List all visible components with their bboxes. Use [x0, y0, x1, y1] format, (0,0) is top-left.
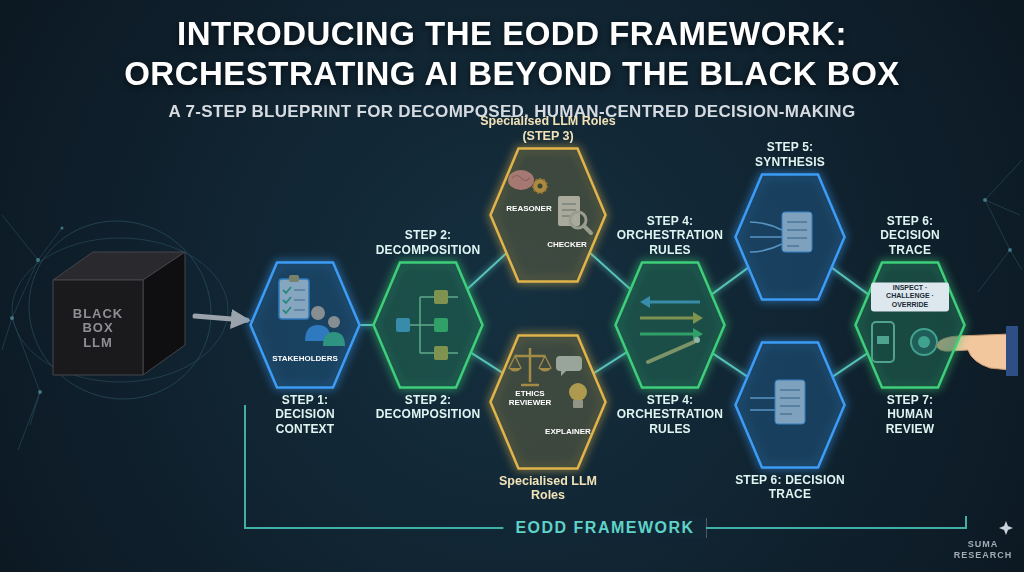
step-hexagon: STEP 2: DECOMPOSITIONSTEP 2: DECOMPOSITI… — [372, 261, 484, 389]
network-dots — [38, 390, 42, 394]
role-label: ETHICS REVIEWER — [504, 389, 556, 407]
network-dots — [10, 316, 14, 320]
hexagon-outline — [736, 175, 845, 300]
step-label: STEP 6: DECISION TRACE — [732, 473, 849, 502]
connector — [713, 354, 746, 376]
hexagon-outline — [854, 261, 966, 389]
step-label: STEP 4: ORCHESTRATION RULES — [614, 214, 726, 257]
connector — [833, 354, 866, 376]
cube-label: BLACK BOX LLM — [70, 307, 126, 350]
title: INTRODUCING THE EODD FRAMEWORK: ORCHESTR… — [72, 14, 952, 93]
framework-bracket — [245, 405, 966, 528]
connector — [832, 268, 867, 294]
step-label: STEP 2: DECOMPOSITION — [372, 393, 484, 422]
role-label: REASONER — [499, 204, 559, 213]
group-heading: Specialised LLM Roles (STEP 3) — [463, 114, 633, 143]
role-hexagon: ETHICS REVIEWEREXPLAINERSpecialised LLM … — [489, 334, 607, 470]
connector — [712, 268, 747, 294]
step-label: STEP 1: DECISION CONTEXT — [257, 393, 353, 436]
step-label: STEP 5: SYNTHESIS — [740, 140, 840, 169]
step-hexagon: STEP 5: SYNTHESIS — [734, 173, 846, 301]
cube-side — [143, 252, 185, 375]
pointing-hand — [1006, 326, 1018, 376]
hexagon-outline — [734, 341, 846, 469]
connector — [361, 324, 372, 326]
step-label: STEP 6: DECISION TRACE — [858, 214, 962, 257]
hexagon-outline — [489, 147, 607, 283]
network-dots — [1008, 248, 1012, 252]
step-hexagon: STEP 6: DECISION TRACEINSPECT · CHALLENG… — [854, 261, 966, 389]
group-heading: Specialised LLM Roles — [498, 474, 598, 503]
connector — [468, 254, 506, 289]
step-label: STEP 4: ORCHESTRATION RULES — [614, 393, 726, 436]
hexagon-outline — [856, 263, 965, 388]
watermark-star — [999, 521, 1013, 535]
hexagon-outline — [491, 149, 606, 282]
step-hexagon: STAKEHOLDERSSTEP 1: DECISION CONTEXT — [249, 261, 361, 389]
network-lines — [0, 188, 244, 432]
cube-front — [53, 280, 143, 375]
group-label: EODD FRAMEWORK — [503, 518, 706, 538]
framework-bracket — [245, 405, 966, 528]
role-hexagon: Specialised LLM Roles (STEP 3)REASONERCH… — [489, 147, 607, 283]
watermark: SUMA RESEARCH — [946, 539, 1020, 561]
connector — [594, 353, 626, 373]
step-hexagon: STEP 4: ORCHESTRATION RULESSTEP 4: ORCHE… — [614, 261, 726, 389]
step-label: STEP 2: DECOMPOSITION — [372, 228, 484, 257]
control-panel-label: INSPECT · CHALLENGE · OVERRIDE — [871, 282, 949, 311]
step-hexagon: STEP 6: DECISION TRACE — [734, 341, 846, 469]
hexagon-outline — [734, 173, 846, 301]
hexagon-outline — [614, 261, 726, 389]
connector — [590, 253, 629, 289]
icon-label: STAKEHOLDERS — [263, 354, 347, 363]
role-label: EXPLAINER — [540, 427, 596, 436]
hexagon-outline — [372, 261, 484, 389]
role-label: CHECKER — [539, 240, 595, 249]
hexagon-outline — [374, 263, 483, 388]
network-dots — [36, 258, 40, 262]
connector — [195, 316, 247, 320]
watermark-star — [999, 521, 1013, 535]
network-dots — [61, 227, 64, 230]
network-lines — [12, 238, 228, 382]
network-lines — [985, 200, 1022, 270]
hexagon-outline — [736, 343, 845, 468]
hexagon-outline — [491, 336, 606, 469]
hexagon-outline — [251, 263, 360, 388]
hexagon-outline — [616, 263, 725, 388]
connector — [472, 353, 502, 372]
network-lines — [978, 160, 1022, 292]
black-box-cube: BLACK BOX LLM — [45, 240, 195, 380]
hexagon-outline — [249, 261, 361, 389]
network-dots — [983, 198, 987, 202]
step-label: STEP 7: HUMAN REVIEW — [870, 393, 950, 436]
